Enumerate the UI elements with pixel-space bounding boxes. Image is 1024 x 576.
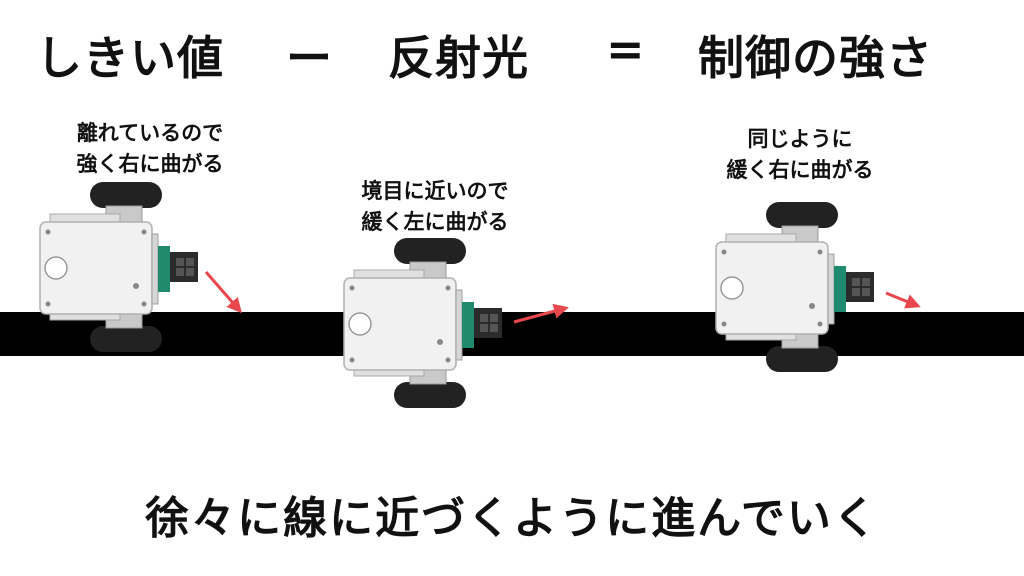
summary-footer: 徐々に線に近づくように進んでいく xyxy=(145,493,879,544)
robot-2-caption-line2: 緩く左に曲がる xyxy=(361,210,509,234)
formula-minus: ー xyxy=(286,31,333,85)
robot-1-caption-line2: 強く右に曲がる xyxy=(76,152,224,176)
robot-2-caption-line1: 境目に近いので xyxy=(361,179,509,203)
formula-reflected-light: 反射光 xyxy=(388,31,529,85)
robot-2 xyxy=(343,237,503,409)
robot-3-caption: 同じように 緩く右に曲がる xyxy=(700,124,900,186)
robot-2-caption: 境目に近いので 緩く左に曲がる xyxy=(330,176,540,238)
black-line xyxy=(0,312,1024,356)
robot-1-caption-line1: 離れているので xyxy=(76,121,224,145)
formula-control-strength: 制御の強さ xyxy=(698,31,933,85)
direction-arrow-1 xyxy=(204,271,242,314)
robot-1-caption: 離れているので 強く右に曲がる xyxy=(40,118,260,180)
direction-arrow-3 xyxy=(885,291,921,309)
formula-threshold: しきい値 xyxy=(36,31,224,85)
robot-3-caption-line1: 同じように xyxy=(747,127,853,151)
formula-equals: = xyxy=(606,22,646,76)
direction-arrow-2 xyxy=(513,303,569,324)
robot-3-caption-line2: 緩く右に曲がる xyxy=(726,158,874,182)
